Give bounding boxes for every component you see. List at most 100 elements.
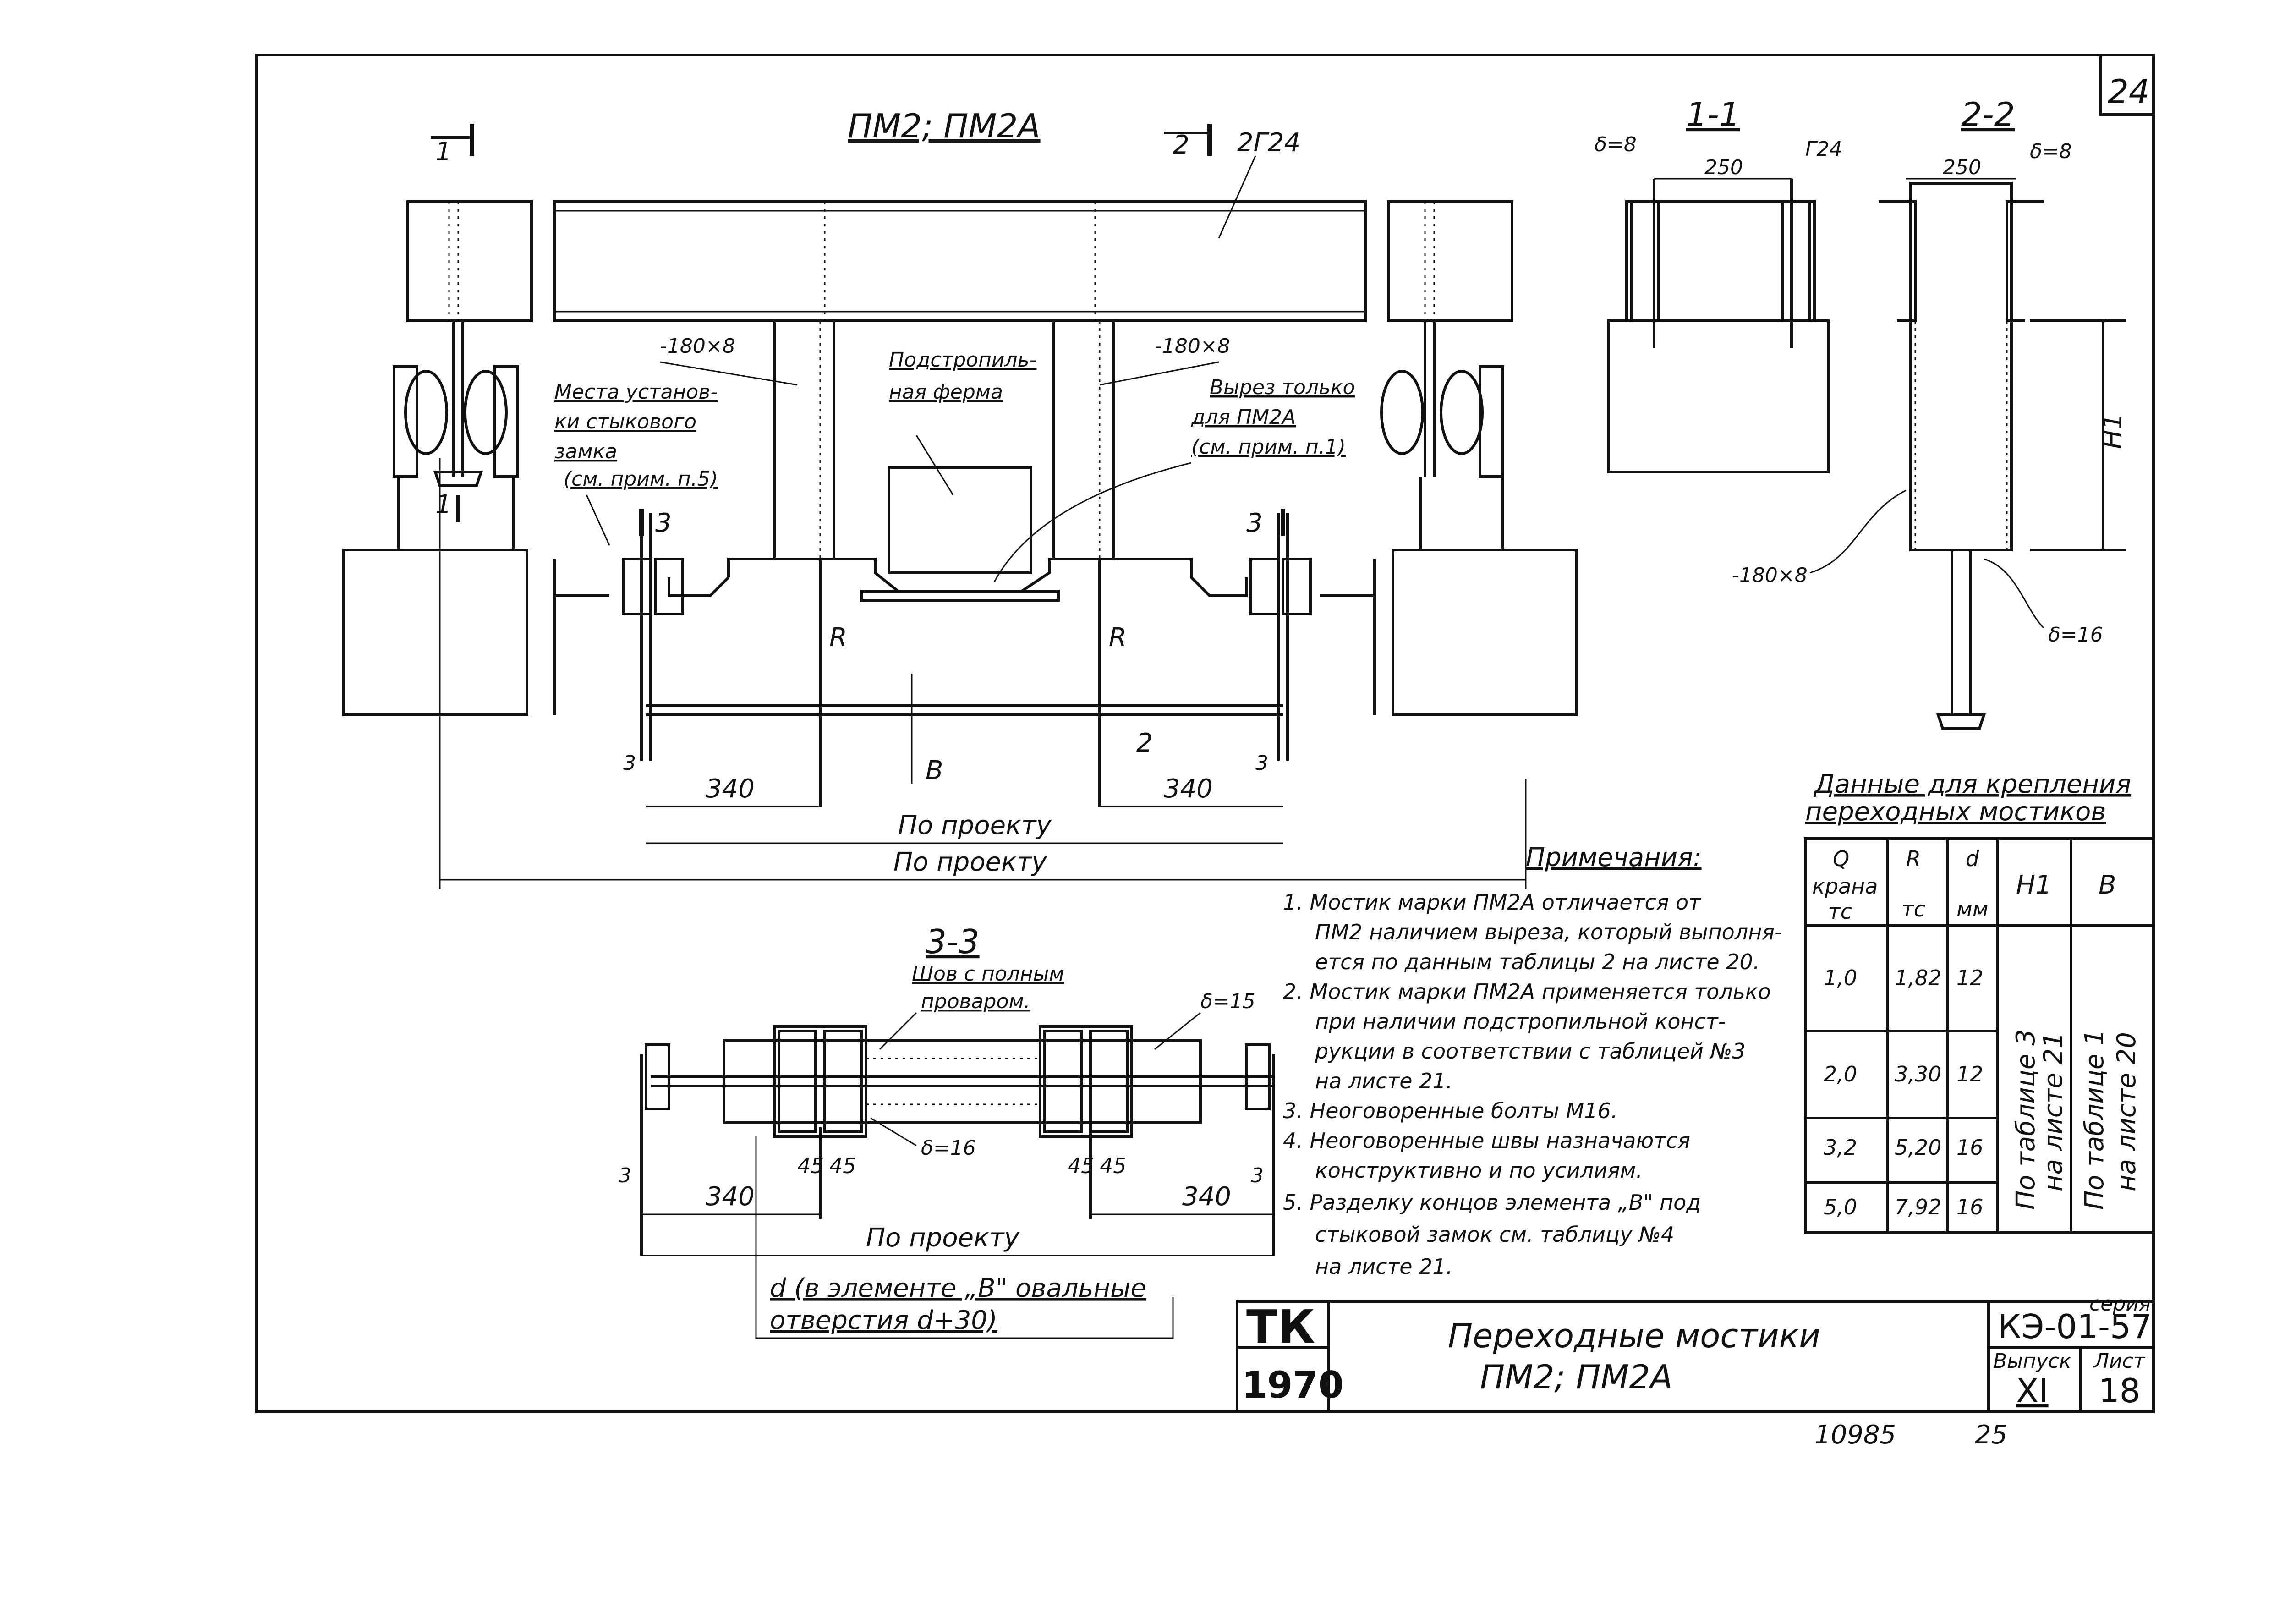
reaction-label-right: R (1109, 623, 1127, 653)
right-crane-wheel (1380, 321, 1504, 550)
th-q-2: крана (1812, 874, 1878, 899)
plate-left-label: -180×8 (660, 335, 735, 358)
row-2-r: 3,30 (1895, 1062, 1941, 1086)
footer-right: 25 (1975, 1420, 2007, 1450)
section-3-3-thickness-top: δ=15 (1200, 990, 1255, 1013)
issue-label: Выпуск (1993, 1350, 2071, 1373)
title-line-2: ПМ2; ПМ2А (1480, 1358, 1673, 1396)
row-2-d: 12 (1956, 1062, 1984, 1086)
cutout-label-2: для ПМ2А (1191, 406, 1296, 429)
row-3-d: 16 (1956, 1135, 1984, 1160)
left-lock (622, 558, 652, 615)
note-line-10: конструктивно и по усилиям. (1315, 1158, 1643, 1183)
h1-value-2: на листе 21 (2038, 1032, 2068, 1191)
note-line-6: рукции в соответствии с таблицей №3 (1315, 1039, 1746, 1064)
top-channel-beam (553, 200, 1367, 322)
note-line-12: стыковой замок см. таблицу №4 (1315, 1222, 1674, 1247)
title-block: ТК 1970 Переходные мостики ПМ2; ПМ2А сер… (1236, 1292, 2155, 1413)
hole-note-2: отверстия d+30) (770, 1306, 997, 1335)
weld-note-2: проваром. (921, 990, 1030, 1013)
th-h1: H1 (2016, 870, 2052, 900)
dim-right-340: 340 (1164, 774, 1213, 804)
spacing-1: 45 (797, 1153, 824, 1178)
note-line-11: 5. Разделку концов элемента „В" под (1283, 1190, 1701, 1215)
section-mark-3-lr: 3 (1251, 1164, 1264, 1187)
section-1-1-thickness: δ=8 (1595, 133, 1637, 156)
cutout-label-3: (см. прим. п.1) (1191, 435, 1346, 459)
lock-label-2: ки стыкового (554, 410, 696, 433)
series-value: КЭ-01-57 (1998, 1307, 2152, 1346)
section-mark-1-top: 1 (435, 137, 452, 167)
section-mark-2-bottom: 2 (1136, 728, 1153, 758)
th-q-1: Q (1833, 846, 1849, 871)
right-column (1392, 549, 1578, 716)
section-3-3-project: По проекту (866, 1223, 1019, 1253)
right-lock (1249, 558, 1280, 615)
section-2-2: 2-2 250 δ=8 H1 -180×8 δ=16 (1732, 95, 2128, 730)
section-1-1: 1-1 δ=8 250 Г24 (1595, 95, 1842, 473)
sheet-value: 18 (2099, 1372, 2141, 1410)
note-line-13: на листе 21. (1315, 1254, 1452, 1279)
row-4-q: 5,0 (1824, 1195, 1857, 1219)
bottom-beam (727, 558, 1248, 597)
left-vertical-plate (773, 319, 835, 560)
section-mark-3-right: 3 (1246, 508, 1263, 538)
section-3-3-left-340: 340 (706, 1182, 755, 1212)
sheet-label: Лист (2093, 1350, 2146, 1373)
truss-label-2: ная ферма (889, 380, 1003, 404)
th-q-3: тс (1828, 899, 1852, 924)
b-value-2: на листе 20 (2112, 1032, 2142, 1191)
note-line-7: на листе 21. (1315, 1069, 1452, 1093)
footer-left: 10985 (1814, 1420, 1896, 1450)
left-crane-wheel (393, 321, 519, 550)
section-3-3: 3-3 Шов с полным проваром. δ=15 δ=16 45 … (619, 922, 1275, 1339)
plate-right-label: -180×8 (1155, 335, 1230, 358)
section-mark-3-ll: 3 (619, 1164, 631, 1187)
section-2-2-bottom: δ=16 (2048, 623, 2103, 647)
left-end-block (406, 200, 533, 322)
spacing-3: 45 (1068, 1153, 1095, 1178)
th-d-2: мм (1956, 897, 1988, 922)
note-line-1: 1. Мостик марки ПМ2А отличается от (1283, 890, 1701, 915)
row-4-r: 7,92 (1895, 1195, 1941, 1219)
dim-project-outer: По проекту (893, 847, 1047, 877)
note-line-8: 3. Неоговоренные болты М16. (1283, 1098, 1618, 1123)
row-3-r: 5,20 (1895, 1135, 1941, 1160)
main-view: ПМ2; ПМ2А 1 2 2Г24 (342, 107, 1578, 889)
sheet-number-box (2099, 54, 2155, 116)
row-1-d: 12 (1956, 966, 1984, 990)
table-title-2: переходных мостиков (1805, 797, 2106, 827)
note-line-5: при наличии подстропильной конст- (1315, 1009, 1726, 1034)
section-mark-2-top: 2 (1173, 130, 1189, 160)
row-2-q: 2,0 (1824, 1062, 1857, 1086)
sheet-border (255, 54, 2155, 1413)
title-org: ТК (1246, 1300, 1315, 1354)
th-b: В (2099, 870, 2116, 900)
section-1-1-title: 1-1 (1686, 95, 1740, 134)
section-3-3-thickness-bottom: δ=16 (921, 1136, 976, 1160)
section-1-1-channel: Г24 (1805, 137, 1842, 161)
reaction-label-left: R (829, 623, 847, 653)
b-value-1: По таблице 1 (2080, 1029, 2110, 1210)
note-line-3: ется по данным таблицы 2 на листе 20. (1315, 949, 1759, 974)
notes-heading: Примечания: (1526, 843, 1702, 872)
row-4-d: 16 (1956, 1195, 1984, 1219)
title-line-1: Переходные мостики (1448, 1317, 1820, 1355)
lock-label-1: Места установ- (554, 380, 718, 404)
issue-value: XI (2016, 1372, 2049, 1410)
dim-left-340: 340 (706, 774, 755, 804)
cutout-label-1: Вырез только (1210, 376, 1355, 399)
section-3-3-right-340: 340 (1182, 1182, 1231, 1212)
series-label: серия (2089, 1292, 2151, 1316)
section-mark-3-br: 3 (1255, 752, 1268, 775)
data-table: Данные для крепления переходных мостиков… (1804, 769, 2155, 1234)
section-3-3-title: 3-3 (926, 922, 980, 961)
section-1-1-width: 250 (1704, 156, 1743, 179)
row-1-r: 1,82 (1895, 966, 1941, 990)
left-column (342, 549, 528, 716)
title-year: 1970 (1242, 1364, 1344, 1406)
section-2-2-width: 250 (1943, 156, 1981, 179)
spacing-2: 45 (829, 1153, 856, 1178)
section-2-2-plate: -180×8 (1732, 564, 1808, 587)
